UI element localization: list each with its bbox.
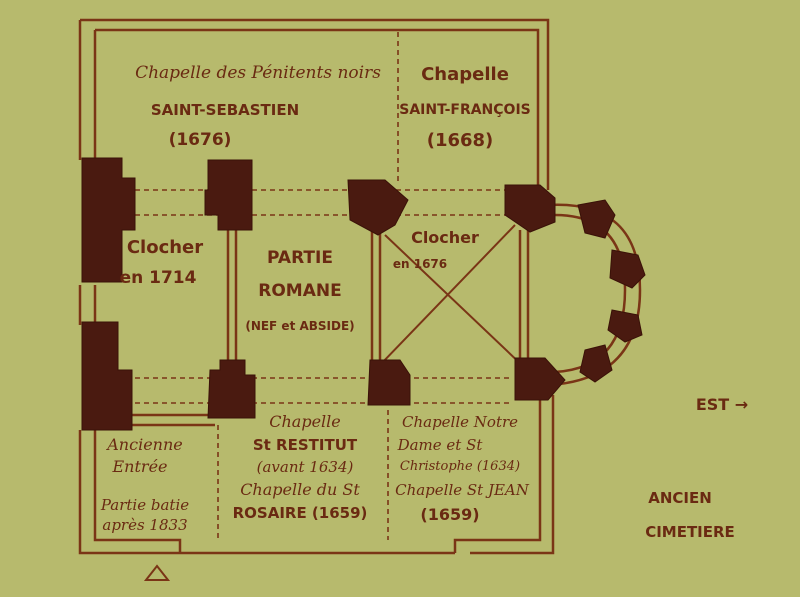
label-line: Chapelle [421, 64, 509, 85]
label-line: Clocher [411, 228, 479, 247]
label-line: ROSAIRE (1659) [233, 504, 368, 522]
label-year: (1676) [169, 130, 232, 150]
label-line: (avant 1634) [257, 458, 354, 476]
label-line: (1659) [420, 505, 479, 524]
label-line: ANCIEN [648, 489, 712, 507]
label-line: Chapelle St JEAN [395, 481, 530, 499]
label-line: Clocher [127, 237, 203, 258]
label-partie-romane: PARTIE ROMANE (NEF et ABSIDE) [245, 248, 354, 333]
label-line: St RESTITUT [253, 436, 358, 454]
pillars [81, 157, 646, 431]
label-line: Chapelle du St [240, 480, 360, 499]
label-line: CIMETIERE [645, 523, 735, 541]
label-line: Chapelle Notre [402, 413, 518, 431]
label-line: ROMANE [258, 281, 341, 301]
label-clocher-1676: Clocher en 1676 [393, 228, 479, 271]
label-line: PARTIE [267, 248, 333, 268]
dashed-lines [135, 32, 510, 540]
label-chapel-restitut: Chapelle St RESTITUT (avant 1634) Chapel… [233, 412, 368, 522]
label-line: Entrée [112, 457, 168, 476]
label-chapel-penitents: Chapelle des Pénitents noirs SAINT-SEBAS… [135, 63, 381, 150]
entrance-triangle-icon [143, 564, 171, 581]
label-line: en 1676 [393, 257, 447, 271]
label-line: après 1833 [102, 516, 187, 534]
label-est: EST → [696, 395, 748, 414]
label-line: SAINT-SEBASTIEN [151, 101, 299, 119]
label-line: SAINT-FRANÇOIS [399, 102, 531, 118]
label-line: Christophe (1634) [400, 459, 520, 474]
label-line: Dame et St [397, 436, 484, 454]
label-line: Chapelle des Pénitents noirs [135, 63, 381, 83]
label-line: Chapelle [269, 412, 341, 431]
label-year: (1668) [427, 130, 494, 151]
label-line: Partie batie [100, 496, 189, 514]
label-line: en 1714 [120, 268, 197, 288]
label-chapel-notre-dame: Chapelle Notre Dame et St Christophe (16… [395, 413, 530, 524]
label-line: (NEF et ABSIDE) [245, 319, 354, 333]
label-ancienne-entree: Ancienne Entrée Partie batie après 1833 [100, 435, 189, 534]
label-line: Ancienne [105, 435, 182, 454]
label-cimetiere: ANCIEN CIMETIERE [645, 489, 735, 541]
label-clocher-1714: Clocher en 1714 [120, 237, 204, 288]
label-chapel-francois: Chapelle SAINT-FRANÇOIS (1668) [399, 64, 531, 151]
